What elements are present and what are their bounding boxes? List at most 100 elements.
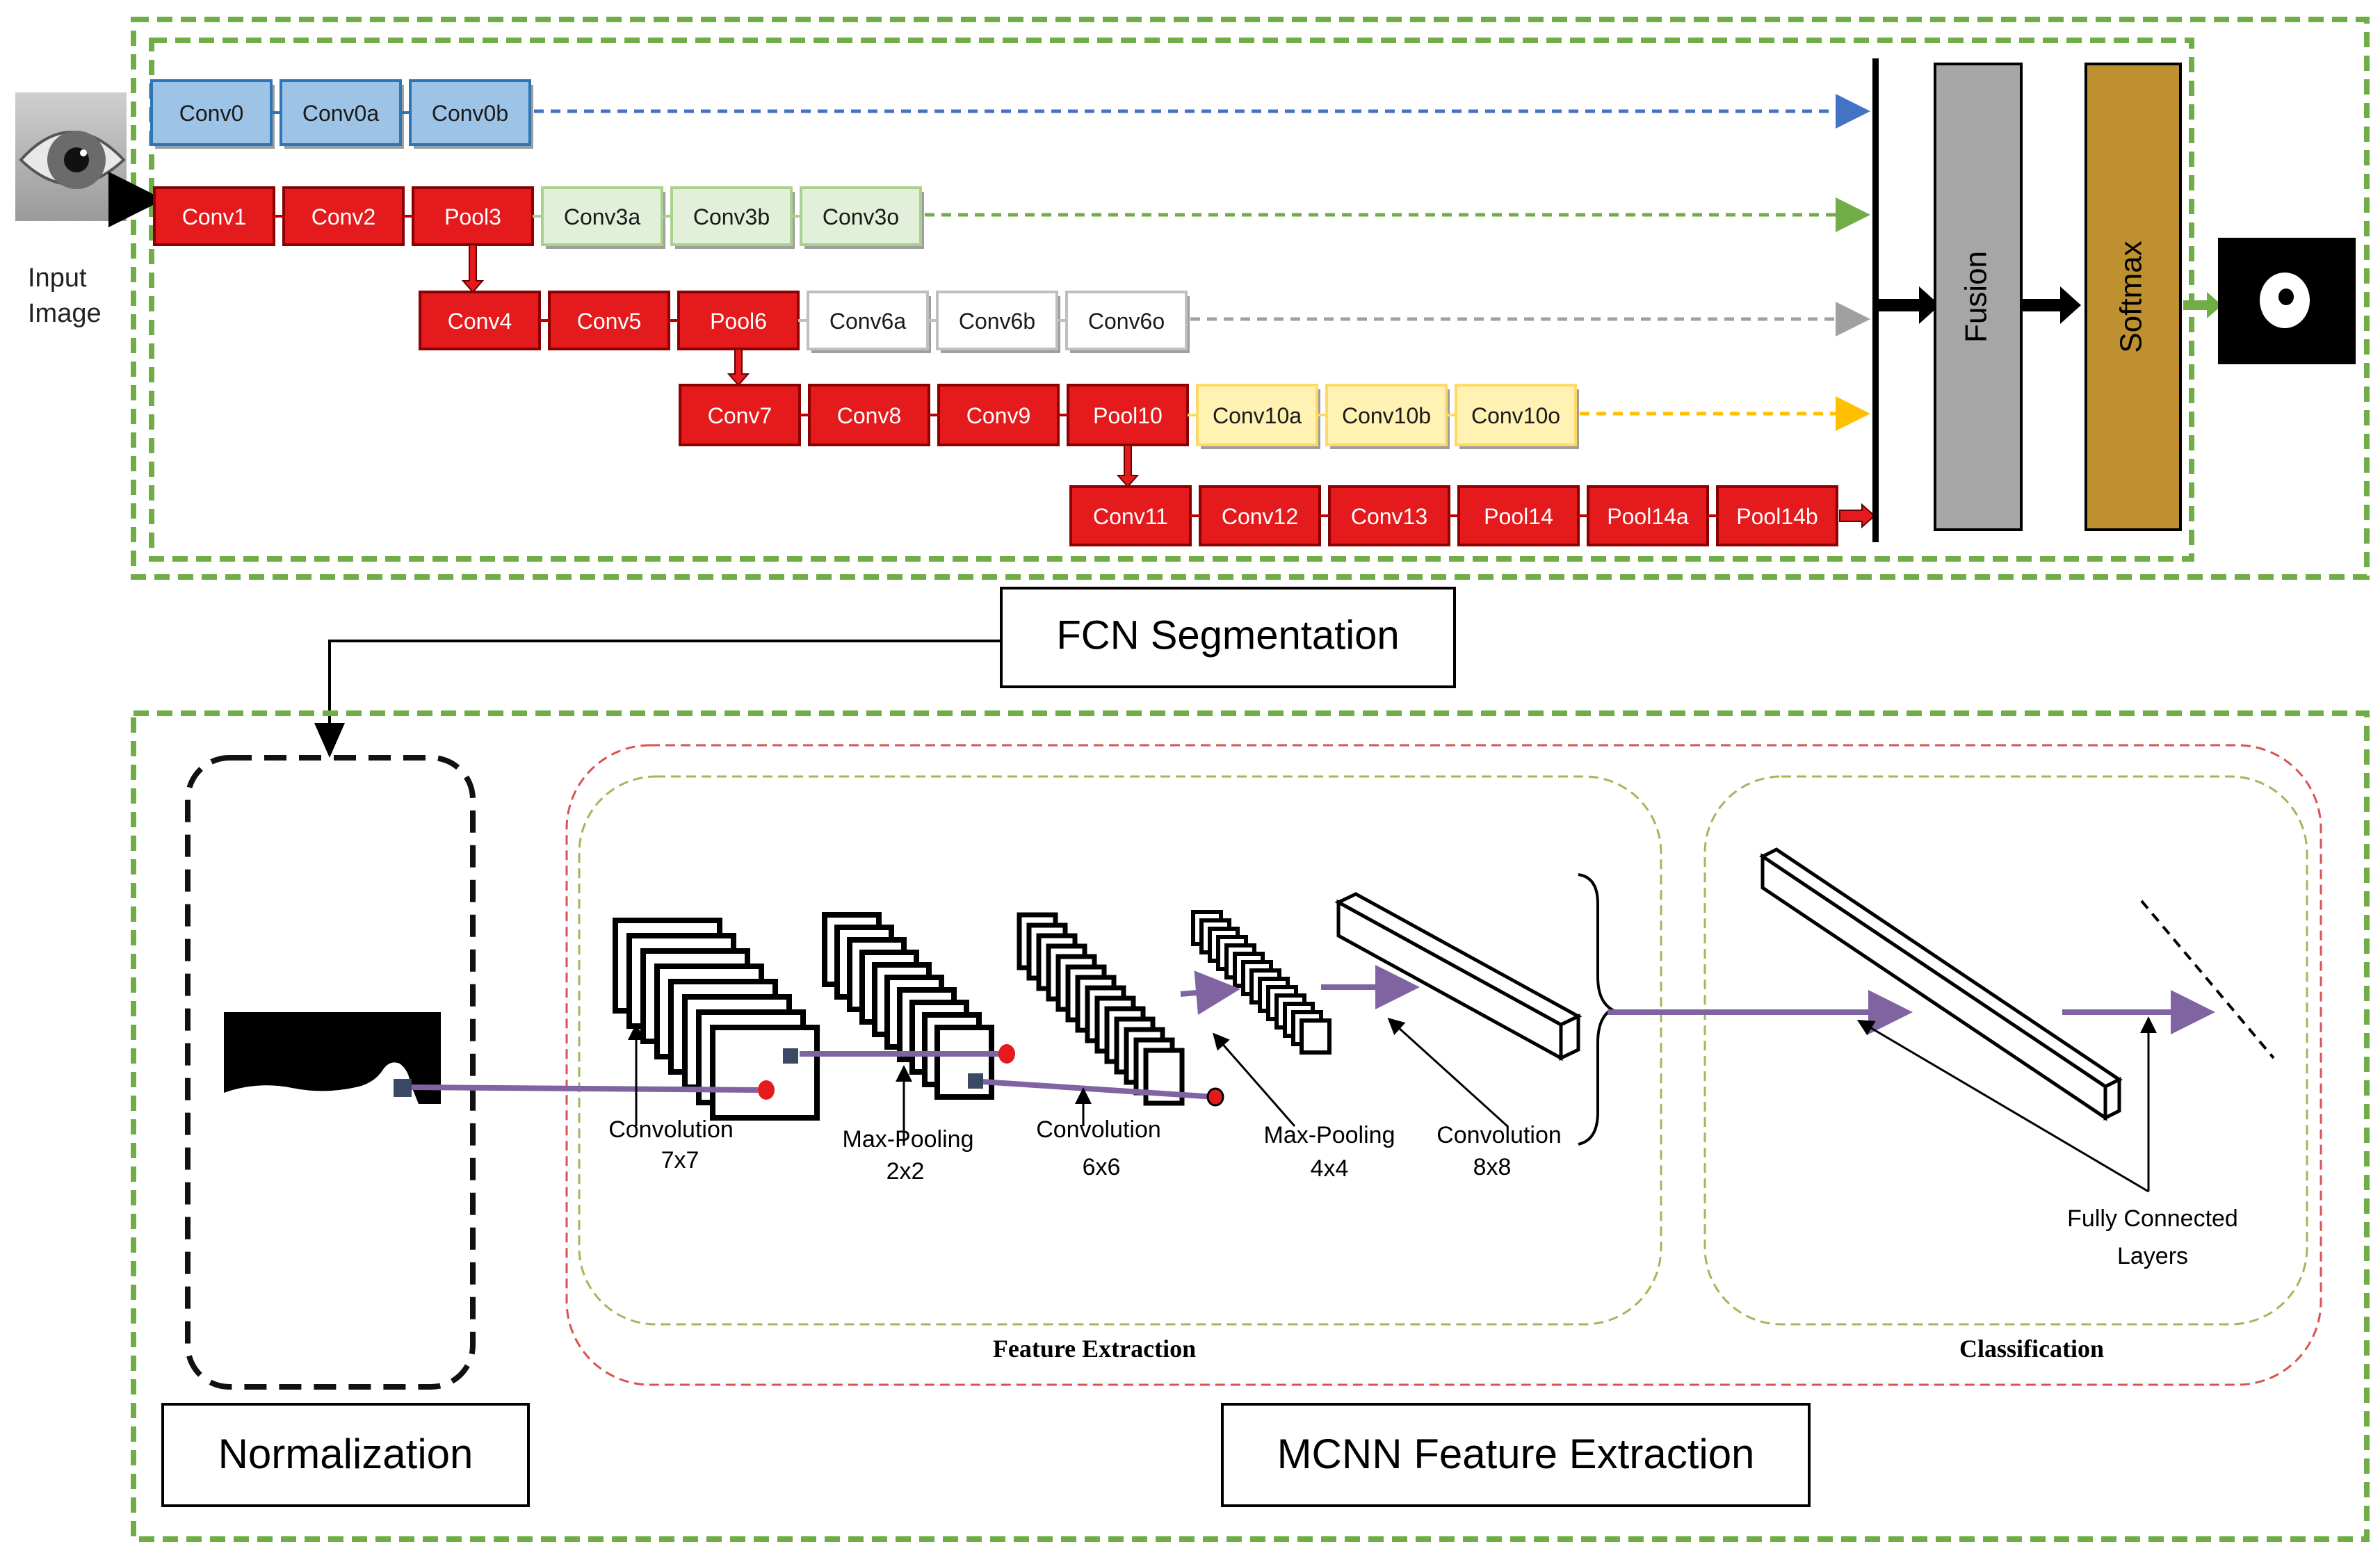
output-dashed-line	[2140, 900, 2275, 1059]
conv8-size: 8x8	[1473, 1154, 1512, 1180]
cnn-feature-stacks	[613, 910, 1331, 1121]
layer-label-conv10a: Conv10a	[1213, 403, 1302, 428]
layer-label-conv6o: Conv6o	[1088, 309, 1165, 334]
layer-label-conv10b: Conv10b	[1342, 403, 1431, 428]
layer-label-conv6b: Conv6b	[959, 309, 1035, 334]
layer-box-conv9	[937, 384, 1060, 446]
layer-label-conv10o: Conv10o	[1471, 403, 1560, 428]
fc-label: Fully Connected	[2067, 1205, 2238, 1232]
layer-label-conv13: Conv13	[1351, 504, 1427, 529]
layer-label-conv3a: Conv3a	[564, 204, 641, 229]
layer-box-conv1	[153, 186, 275, 246]
layer-box-conv10o	[1455, 384, 1577, 446]
bottom-outer-frame	[131, 710, 2370, 1542]
input-label: Image	[28, 299, 102, 328]
layer-label-conv3b: Conv3b	[693, 204, 770, 229]
feature-brace	[1578, 873, 1614, 1146]
pool-down-arrow	[461, 244, 485, 293]
classification-container	[1703, 775, 2308, 1326]
feature-extraction-container	[578, 775, 1662, 1326]
layer-label-pool14: Pool14	[1484, 504, 1553, 529]
mcnn-label: MCNN Feature Extraction	[1277, 1431, 1755, 1477]
fusion-block	[1934, 63, 2023, 531]
layer-label-conv1: Conv1	[182, 204, 247, 229]
layer-label-conv5: Conv5	[577, 309, 642, 334]
layer-label-pool3: Pool3	[444, 204, 501, 229]
flatten-bar	[1334, 892, 1582, 1062]
conv6-size: 6x6	[1083, 1154, 1121, 1180]
conv7-label: Convolution	[608, 1116, 734, 1143]
layer-labels: Convolution 7x7 Max-Pooling 2x2 Convolut…	[608, 1116, 2238, 1269]
normalization-container	[185, 755, 476, 1390]
concat-to-fusion-arrow	[1879, 286, 1940, 324]
layer-label-conv2: Conv2	[311, 204, 376, 229]
conv8-label: Convolution	[1436, 1122, 1562, 1148]
pool2-label: Max-Pooling	[843, 1126, 974, 1153]
normalization-arrowhead	[314, 723, 345, 758]
purple-flow-arrows	[411, 965, 2215, 1100]
layer-label-pool6: Pool6	[710, 309, 767, 334]
conv6-label: Convolution	[1036, 1116, 1161, 1143]
layer-box-conv13	[1328, 485, 1450, 546]
layer-box-conv0b	[409, 79, 531, 146]
layer-box-conv6o	[1065, 291, 1188, 350]
pool2-size: 2x2	[887, 1158, 925, 1185]
kernel-marker	[968, 1073, 983, 1089]
kernel-output-dot	[758, 1080, 775, 1100]
fcn-to-normalization-connector	[328, 640, 1001, 730]
layer-box-conv4	[419, 291, 541, 350]
fusion-label: Fusion	[1959, 251, 1993, 343]
segmentation-output-image	[2218, 238, 2356, 364]
feature-map	[934, 1025, 994, 1100]
conv7-size: 7x7	[661, 1147, 699, 1173]
feature-map	[710, 1025, 820, 1121]
feature-map	[1300, 1018, 1331, 1055]
layer-box-conv10b	[1325, 384, 1448, 446]
classification-label: Classification	[1959, 1335, 2104, 1363]
layer-box-conv6b	[936, 291, 1058, 350]
normalization-label: Normalization	[218, 1431, 473, 1477]
layer-label-pool14b: Pool14b	[1736, 504, 1818, 529]
pool4-label: Max-Pooling	[1264, 1122, 1395, 1148]
feature-extraction-label: Feature Extraction	[993, 1335, 1196, 1363]
layer-label-conv8: Conv8	[837, 403, 902, 428]
layer-label-conv12: Conv12	[1222, 504, 1298, 529]
pool4-size: 4x4	[1311, 1155, 1349, 1182]
layer-label-conv7: Conv7	[708, 403, 772, 428]
layer-box-conv5	[548, 291, 670, 350]
layer-box-pool3	[412, 186, 534, 246]
fc-bar	[1759, 847, 2123, 1121]
final-branch-arrow	[1839, 503, 1876, 529]
fcn-outer-frame	[131, 17, 2370, 580]
pool-down-arrow	[1116, 444, 1140, 488]
kernel-marker	[783, 1048, 798, 1064]
fcn-segmentation-label: FCN Segmentation	[1056, 612, 1399, 658]
input-label: Input	[28, 263, 87, 293]
fcn-segmentation-box	[1000, 587, 1456, 688]
layer-label-conv3o: Conv3o	[823, 204, 899, 229]
layer-label-conv11: Conv11	[1093, 504, 1168, 529]
fc-label-2: Layers	[2117, 1243, 2188, 1269]
layer-label-pool14a: Pool14a	[1607, 504, 1689, 529]
layer-label-conv0: Conv0	[179, 101, 244, 126]
layer-label-conv6a: Conv6a	[829, 309, 907, 334]
layer-label-conv4: Conv4	[448, 309, 512, 334]
layer-label-conv0b: Conv0b	[432, 101, 508, 126]
mcnn-box	[1221, 1403, 1811, 1507]
label-pointer-arrows	[628, 1016, 2157, 1193]
conv7-stack	[613, 918, 820, 1121]
layer-label-conv9: Conv9	[966, 403, 1031, 428]
fcn-inner-frame	[149, 38, 2194, 562]
kernel-output-dot	[1206, 1087, 1224, 1107]
concat-bar	[1872, 58, 1879, 542]
layer-label-conv0a: Conv0a	[302, 101, 380, 126]
fusion-to-softmax-arrow	[2021, 286, 2081, 324]
pool2-stack	[822, 912, 994, 1100]
layer-box-conv6a	[807, 291, 929, 350]
conv6-stack	[1017, 912, 1185, 1106]
normalization-box	[161, 1403, 530, 1507]
softmax-label: Softmax	[2114, 241, 2148, 352]
layer-label-pool10: Pool10	[1093, 403, 1163, 428]
